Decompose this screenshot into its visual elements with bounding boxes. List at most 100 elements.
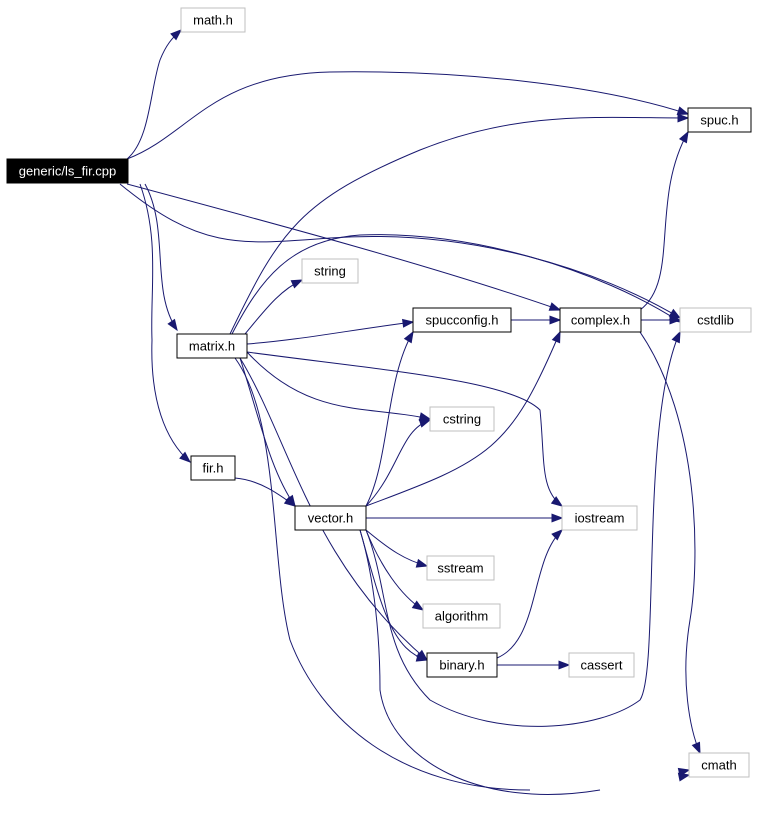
arrowhead-icon <box>550 496 564 507</box>
node-label: algorithm <box>435 609 488 624</box>
arrowhead-icon <box>669 315 682 325</box>
arrowhead-icon <box>411 600 425 611</box>
node-label: cstdlib <box>697 313 734 328</box>
edge-root-to-matrix_h <box>144 183 178 332</box>
edge-vector_h-to-iostream <box>366 513 564 523</box>
edge-line <box>119 183 681 319</box>
node-box <box>190 455 236 481</box>
arrowhead-icon <box>402 318 415 328</box>
node-matrix-h[interactable]: matrix.h <box>176 333 248 359</box>
arrowhead-icon <box>558 660 571 670</box>
arrowhead-icon <box>167 318 178 332</box>
edge-line <box>144 183 178 331</box>
node-box <box>180 7 246 33</box>
node-cmath: cmath <box>688 752 750 778</box>
arrowhead-icon <box>290 279 304 289</box>
edge-line <box>359 529 428 661</box>
arrowhead-icon <box>551 330 561 344</box>
node-cstdlib: cstdlib <box>679 307 752 333</box>
node-label: math.h <box>193 13 233 28</box>
node-label: fir.h <box>203 461 224 476</box>
node-label: cmath <box>701 758 736 773</box>
node-box <box>422 603 501 629</box>
node-box <box>176 333 248 359</box>
node-box <box>679 307 752 333</box>
arrowhead-icon <box>415 558 429 568</box>
node-box <box>568 652 635 678</box>
edge-line <box>359 529 601 795</box>
edge-line <box>244 279 303 335</box>
node-root: generic/ls_fir.cpp <box>6 158 129 184</box>
node-label: vector.h <box>308 511 354 526</box>
node-label: cassert <box>581 658 623 673</box>
node-math-h: math.h <box>180 7 246 33</box>
node-label: generic/ls_fir.cpp <box>19 164 117 179</box>
edge-line <box>126 183 561 311</box>
edge-vector_h-to-binary_h <box>359 529 429 662</box>
edge-complex_h-to-cstdlib <box>640 315 682 325</box>
node-label: cstring <box>443 412 481 427</box>
edge-vector_h-to-cstdlib <box>365 330 681 727</box>
edge-line <box>639 331 701 754</box>
edge-matrix_h-to-iostream <box>246 351 564 507</box>
node-spuc-h[interactable]: spuc.h <box>687 107 752 133</box>
node-box <box>561 505 638 531</box>
edge-line <box>365 331 681 727</box>
arrowhead-icon <box>691 741 701 755</box>
edge-line <box>246 351 563 507</box>
node-box <box>412 307 512 333</box>
edge-root-to-fir_h <box>139 183 192 463</box>
edge-spucconfig_h-to-complex_h <box>510 315 562 325</box>
edge-line <box>234 357 531 791</box>
node-label: spucconfig.h <box>426 313 499 328</box>
edge-matrix_h-to-spucconfig_h <box>246 318 415 345</box>
node-label: complex.h <box>571 313 630 328</box>
node-box <box>6 158 129 184</box>
arrowhead-icon <box>677 113 690 123</box>
edge-matrix_h-to-vector_h <box>239 357 296 508</box>
arrowhead-icon <box>549 315 562 325</box>
edge-matrix_h-to-cstring <box>246 351 432 422</box>
node-label: binary.h <box>439 658 484 673</box>
edge-line <box>365 419 431 507</box>
arrowhead-icon <box>415 652 429 662</box>
node-spucconfig-h[interactable]: spucconfig.h <box>412 307 512 333</box>
node-vector-h[interactable]: vector.h <box>294 505 367 531</box>
arrowhead-icon <box>548 302 562 311</box>
node-binary-h[interactable]: binary.h <box>426 652 498 678</box>
node-label: string <box>314 264 346 279</box>
edge-root-to-complex_h <box>126 183 562 311</box>
node-box <box>429 406 495 432</box>
edge-line <box>496 529 563 659</box>
node-box <box>688 752 750 778</box>
node-box <box>559 307 642 333</box>
node-box <box>426 652 498 678</box>
node-label: iostream <box>575 511 625 526</box>
edge-root-to-cstdlib <box>119 183 682 319</box>
arrowhead-icon <box>179 451 192 463</box>
arrowhead-icon <box>418 419 432 428</box>
node-box <box>687 107 752 133</box>
arrowhead-icon <box>283 496 297 507</box>
node-sstream: sstream <box>426 555 495 581</box>
edge-complex_h-to-cmath <box>639 331 701 755</box>
edge-vector_h-to-complex_h <box>365 330 561 507</box>
edge-matrix_h-to-spuc_h <box>229 113 690 335</box>
edge-line <box>139 183 191 463</box>
node-cassert: cassert <box>568 652 635 678</box>
edge-binary_h-to-cassert <box>497 660 571 670</box>
node-fir-h[interactable]: fir.h <box>190 455 236 481</box>
node-complex-h[interactable]: complex.h <box>559 307 642 333</box>
edge-vector_h-to-cstring <box>365 419 432 507</box>
node-box <box>426 555 495 581</box>
edge-line <box>231 234 681 335</box>
node-cstring: cstring <box>429 406 495 432</box>
edge-vector_h-to-algorithm <box>365 529 425 611</box>
arrowhead-icon <box>671 330 681 344</box>
edge-line <box>365 331 561 507</box>
edge-line <box>126 29 182 160</box>
node-string: string <box>301 258 359 284</box>
edge-line <box>229 116 689 335</box>
arrowhead-icon <box>677 767 691 777</box>
